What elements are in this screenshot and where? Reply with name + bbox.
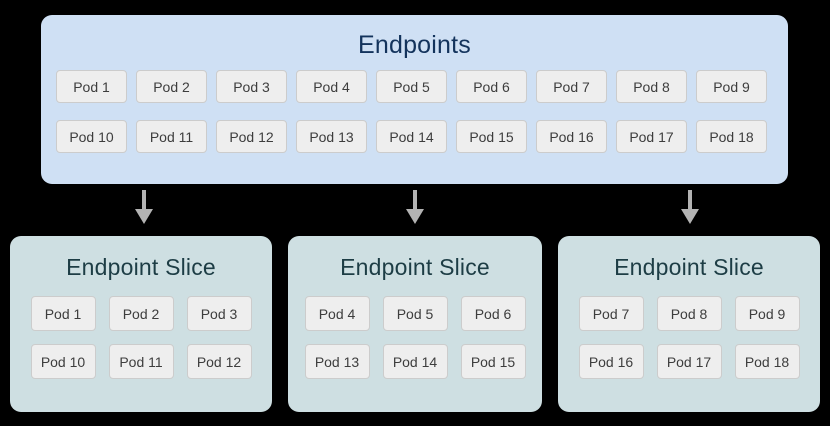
pod-chip: Pod 7	[578, 296, 644, 331]
pod-chip: Pod 18	[696, 120, 767, 153]
endpoint-slice-title: Endpoint Slice	[340, 254, 490, 280]
endpoint-slice-pod-row: Pod 1 Pod 2 Pod 3	[30, 296, 252, 331]
pod-chip: Pod 5	[382, 296, 448, 331]
pod-chip: Pod 4	[296, 70, 367, 103]
endpoint-slice-title: Endpoint Slice	[614, 254, 764, 280]
endpoints-pod-grid: Pod 1 Pod 2 Pod 3 Pod 4 Pod 5 Pod 6 Pod …	[56, 70, 773, 153]
endpoint-slice-pod-grid: Pod 1 Pod 2 Pod 3 Pod 10 Pod 11 Pod 12	[10, 296, 272, 379]
pod-chip: Pod 12	[186, 344, 252, 379]
pod-chip: Pod 6	[460, 296, 526, 331]
pod-chip: Pod 17	[656, 344, 722, 379]
endpoint-slice-title: Endpoint Slice	[66, 254, 216, 280]
pod-chip: Pod 1	[56, 70, 127, 103]
pod-chip: Pod 12	[216, 120, 287, 153]
pod-chip: Pod 2	[136, 70, 207, 103]
pod-chip: Pod 13	[296, 120, 367, 153]
arrow-down-icon	[677, 190, 703, 224]
endpoint-slice-pod-row: Pod 4 Pod 5 Pod 6	[304, 296, 526, 331]
arrow-down-icon	[402, 190, 428, 224]
pod-chip: Pod 11	[136, 120, 207, 153]
endpoint-slice-panel-2: Endpoint Slice Pod 4 Pod 5 Pod 6 Pod 13 …	[288, 236, 542, 412]
arrow-down-icon	[131, 190, 157, 224]
pod-chip: Pod 15	[456, 120, 527, 153]
pod-chip: Pod 5	[376, 70, 447, 103]
endpoint-slice-pod-grid: Pod 7 Pod 8 Pod 9 Pod 16 Pod 17 Pod 18	[558, 296, 820, 379]
pod-chip: Pod 4	[304, 296, 370, 331]
endpoint-slice-pod-grid: Pod 4 Pod 5 Pod 6 Pod 13 Pod 14 Pod 15	[288, 296, 542, 379]
endpoints-pod-row: Pod 10 Pod 11 Pod 12 Pod 13 Pod 14 Pod 1…	[56, 120, 773, 153]
pod-chip: Pod 6	[456, 70, 527, 103]
endpoint-slice-panel-1: Endpoint Slice Pod 1 Pod 2 Pod 3 Pod 10 …	[10, 236, 272, 412]
endpoint-slice-panel-3: Endpoint Slice Pod 7 Pod 8 Pod 9 Pod 16 …	[558, 236, 820, 412]
pod-chip: Pod 10	[30, 344, 96, 379]
pod-chip: Pod 8	[656, 296, 722, 331]
pod-chip: Pod 15	[460, 344, 526, 379]
pod-chip: Pod 16	[536, 120, 607, 153]
pod-chip: Pod 13	[304, 344, 370, 379]
pod-chip: Pod 8	[616, 70, 687, 103]
endpoint-slice-pod-row: Pod 7 Pod 8 Pod 9	[578, 296, 800, 331]
pod-chip: Pod 1	[30, 296, 96, 331]
endpoints-panel: Endpoints Pod 1 Pod 2 Pod 3 Pod 4 Pod 5 …	[41, 15, 788, 184]
endpoint-slice-pod-row: Pod 13 Pod 14 Pod 15	[304, 344, 526, 379]
pod-chip: Pod 14	[376, 120, 447, 153]
pod-chip: Pod 11	[108, 344, 174, 379]
pod-chip: Pod 3	[186, 296, 252, 331]
pod-chip: Pod 7	[536, 70, 607, 103]
pod-chip: Pod 16	[578, 344, 644, 379]
pod-chip: Pod 9	[734, 296, 800, 331]
pod-chip: Pod 2	[108, 296, 174, 331]
endpoint-slice-pod-row: Pod 16 Pod 17 Pod 18	[578, 344, 800, 379]
pod-chip: Pod 9	[696, 70, 767, 103]
endpoints-title: Endpoints	[358, 31, 471, 59]
pod-chip: Pod 10	[56, 120, 127, 153]
pod-chip: Pod 3	[216, 70, 287, 103]
endpoints-pod-row: Pod 1 Pod 2 Pod 3 Pod 4 Pod 5 Pod 6 Pod …	[56, 70, 773, 103]
pod-chip: Pod 17	[616, 120, 687, 153]
endpoint-slice-pod-row: Pod 10 Pod 11 Pod 12	[30, 344, 252, 379]
pod-chip: Pod 18	[734, 344, 800, 379]
pod-chip: Pod 14	[382, 344, 448, 379]
